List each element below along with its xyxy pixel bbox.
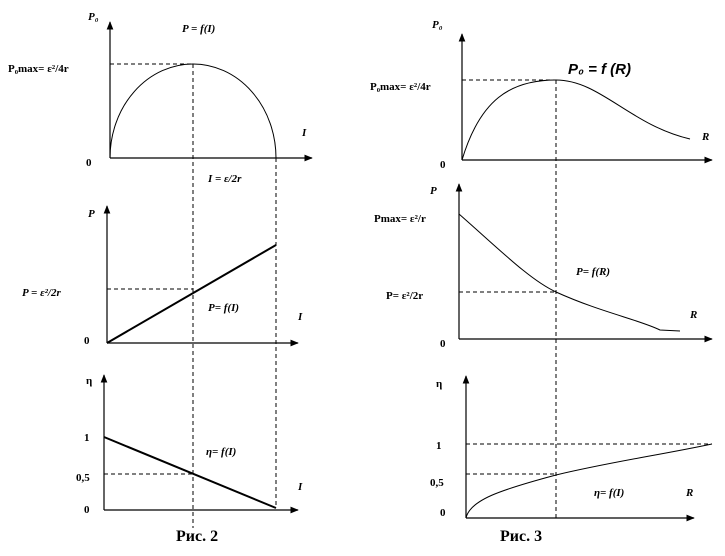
fig3-bottom-efficiency-curve [465, 443, 713, 519]
fig2-bottom-tick-1: 1 [84, 432, 90, 444]
fig2-middle-power-line [106, 244, 277, 344]
fig3-bottom-tick-05: 0,5 [430, 477, 444, 489]
fig2-top-y-mark: P₀max= ε²/4r [8, 63, 69, 75]
fig3-caption: Рис. 3 [500, 528, 542, 545]
fig3-middle-graph: P Pmax= ε²/r P= f(R) P= ε²/2r R 0 [374, 183, 713, 350]
fig3-middle-formula: P= f(R) [576, 266, 610, 278]
fig2-middle-formula: P= f(I) [208, 302, 239, 314]
fig2-middle-origin: 0 [84, 335, 90, 347]
fig2-bottom-formula: η= f(I) [206, 446, 236, 458]
fig2-top-formula: P = f(I) [182, 23, 215, 35]
fig2-top-origin: 0 [86, 157, 92, 169]
fig2-top-x-label: I [301, 127, 307, 139]
fig2-top-y-label: P₀ [88, 11, 99, 23]
fig3-bottom-x-label: R [685, 487, 693, 499]
fig2-top-x-mark: I = ε/2r [207, 173, 242, 185]
fig2-bottom-x-label: I [297, 481, 303, 493]
fig2-middle-y-mark: P = ε²/2r [22, 287, 61, 299]
fig2-middle-graph: P P = ε²/2r P= f(I) I 0 [22, 205, 303, 347]
fig3-bottom-y-label: η [436, 378, 442, 390]
fig2-middle-x-label: I [297, 311, 303, 323]
fig2-bottom-origin: 0 [84, 504, 90, 516]
fig3-top-graph: P₀ P₀max= ε²/4r P₀ = f (R) R 0 [370, 19, 713, 171]
fig2-top-graph: P₀ P₀max= ε²/4r P = f(I) I 0 I = ε/2r [8, 11, 313, 185]
fig2-bottom-y-label: η [86, 375, 92, 387]
fig3-middle-origin: 0 [440, 338, 446, 350]
fig3-middle-x-label: R [689, 309, 697, 321]
fig2-middle-y-label: P [88, 208, 95, 220]
fig3-bottom-graph: η 1 0,5 η= f(I) R 0 [430, 375, 713, 522]
fig3-middle-y-mark: Pmax= ε²/r [374, 213, 426, 225]
fig3-middle-y-label: P [430, 185, 437, 197]
fig3-middle-y-mark2: P= ε²/2r [386, 290, 423, 302]
fig3-top-origin: 0 [440, 159, 446, 171]
fig3-bottom-origin: 0 [440, 507, 446, 519]
fig2-bottom-tick-05: 0,5 [76, 472, 90, 484]
fig3-bottom-tick-1: 1 [436, 440, 442, 452]
fig3-top-power-curve [461, 79, 691, 161]
fig2-caption: Рис. 2 [176, 528, 218, 545]
fig3-middle-power-curve [458, 213, 681, 332]
fig3-top-y-mark: P₀max= ε²/4r [370, 81, 431, 93]
fig3-top-formula: P₀ = f (R) [568, 61, 631, 78]
fig3-bottom-formula: η= f(I) [594, 487, 624, 499]
fig3-top-x-label: R [701, 131, 709, 143]
fig3-top-y-label: P₀ [432, 19, 443, 31]
fig2-bottom-graph: η 1 0,5 η= f(I) I 0 [76, 374, 303, 516]
fig2-bottom-efficiency-line [103, 436, 277, 509]
